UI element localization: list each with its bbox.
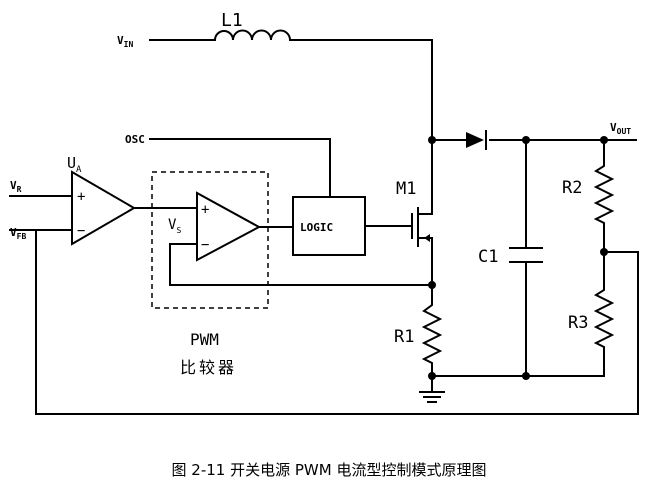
capacitor-c1 [509, 139, 543, 377]
label-r2: R2 [562, 178, 582, 198]
diode [466, 130, 487, 150]
comp-minus-sign: − [201, 237, 209, 253]
label-r1: R1 [394, 327, 414, 347]
label-vin: VIN [117, 34, 133, 49]
label-logic: LOGIC [300, 221, 333, 234]
label-vout: VOUT [610, 121, 631, 136]
comp-plus-sign: + [201, 202, 209, 218]
vin-wire [149, 39, 433, 141]
label-l1: L1 [221, 10, 243, 31]
error-amplifier-ua [71, 170, 136, 246]
pwm-comparator-box [151, 171, 269, 309]
label-vs: VS [168, 217, 181, 235]
sense-feedback-wire [169, 243, 433, 286]
label-m1: M1 [396, 179, 416, 199]
figure-caption: 图 2-11 开关电源 PWM 电流型控制模式原理图 [172, 461, 487, 479]
junction-dots [428, 136, 608, 380]
label-pwm: PWM [190, 330, 219, 349]
label-vfb: VFB [10, 226, 26, 241]
label-vr: VR [10, 179, 22, 194]
label-comparator: 比较器 [180, 358, 237, 377]
inductor-l1 [213, 29, 292, 42]
resistor-r2 [593, 139, 615, 253]
mosfet-m1 [411, 139, 433, 286]
label-c1: C1 [478, 247, 498, 267]
label-osc: OSC [125, 133, 145, 146]
resistor-r3 [593, 251, 615, 377]
ua-plus-sign: + [77, 189, 85, 205]
ua-minus-sign: − [77, 223, 85, 239]
resistor-r1 [421, 284, 443, 377]
label-r3: R3 [568, 313, 588, 333]
vfb-feedback-wire [35, 229, 639, 415]
pwm-comparator [196, 191, 262, 262]
label-ua: UA [67, 154, 82, 175]
osc-wire [149, 138, 331, 198]
